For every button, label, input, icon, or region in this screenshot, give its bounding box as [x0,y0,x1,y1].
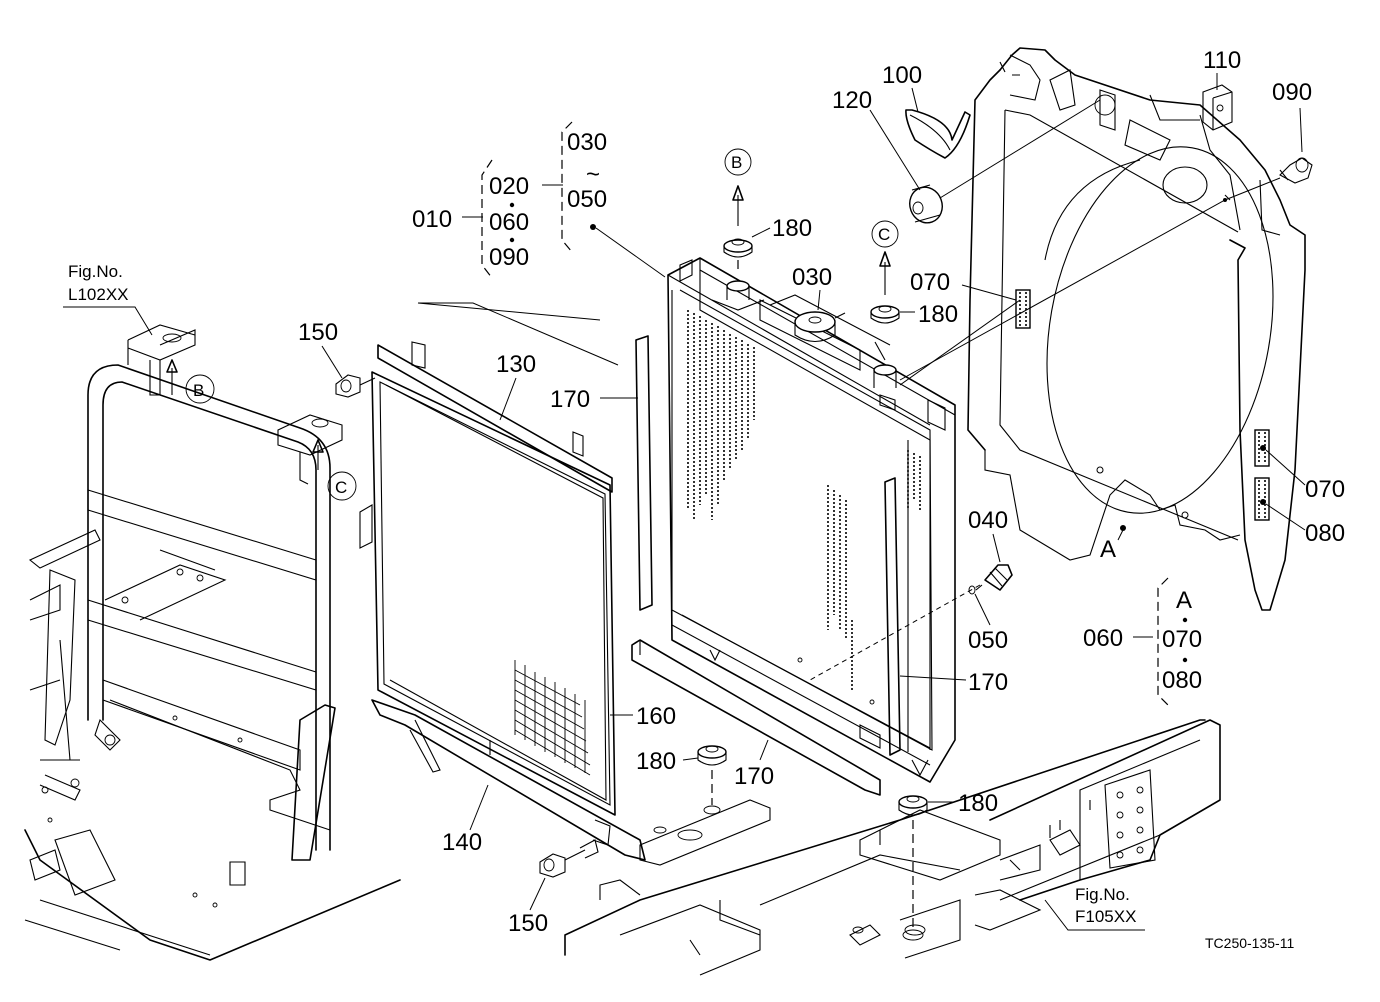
part-080-label: 080 [1305,520,1345,547]
mount-rubbers [697,185,928,941]
fasteners [335,374,1013,878]
callout-b-top: B [731,153,742,172]
part-050-label-oring: 050 [968,627,1008,654]
part-060-label-right: 060 [1083,625,1123,652]
part-160-label: 160 [636,703,676,730]
part-120-label: 120 [832,87,872,114]
mesh-patch [514,660,591,776]
part-090-bolt-label: 090 [1272,79,1312,106]
part-180-label-top-right: 180 [918,301,958,328]
part-070-label-right: 070 [1305,476,1345,503]
part-030-label: 030 [567,129,607,156]
part-110-label: 110 [1203,47,1241,74]
part-180-label-bottom-left: 180 [636,748,676,775]
callout-a-group: A [1176,587,1192,614]
part-150-label-top: 150 [298,319,338,346]
part-080-label-group: 080 [1162,667,1202,694]
screen-panel [359,302,646,861]
callout-a-main: A [1100,536,1116,563]
seal-strips [631,335,901,796]
part-060-label: 060 [489,209,529,236]
part-050-label: 050 [567,186,607,213]
callout-c-left: C [335,478,347,497]
chassis-base [564,719,1221,976]
part-180-label-top-left: 180 [772,215,812,242]
fig-ref-left-code: L102XX [68,285,129,304]
part-100-label: 100 [882,62,922,89]
callout-b-left: B [193,381,204,400]
part-150-label-bottom: 150 [508,910,548,937]
fan-shroud [899,47,1313,611]
part-040-label: 040 [968,507,1008,534]
callout-c-top: C [878,225,890,244]
part-140-label: 140 [442,829,482,856]
part-030-cap-label: 030 [792,264,832,291]
radiator-core [667,257,981,783]
part-070-label-group: 070 [1162,626,1202,653]
fig-ref-right-title: Fig.No. [1075,885,1130,904]
part-180-label-bottom-right: 180 [958,790,998,817]
part-170-label-bottom: 170 [734,763,774,790]
drawing-code: TC250-135-11 [1205,935,1294,951]
fig-ref-right-code: F105XX [1075,907,1136,926]
core-fins [687,310,921,690]
part-090-label: 090 [489,244,529,271]
part-labels: 010 020 060 090 030 ~ 050 B C 180 180 03… [63,47,1345,951]
small-parts [905,84,1233,224]
part-170-label-left: 170 [550,386,590,413]
part-010-label: 010 [412,206,452,233]
part-130-label: 130 [496,351,536,378]
part-070-label-shroud: 070 [910,269,950,296]
part-170-label-right: 170 [968,669,1008,696]
tilde-range: ~ [586,161,600,188]
left-frame-assembly [24,324,401,961]
fig-ref-left-title: Fig.No. [68,262,123,281]
part-020-label: 020 [489,173,529,200]
